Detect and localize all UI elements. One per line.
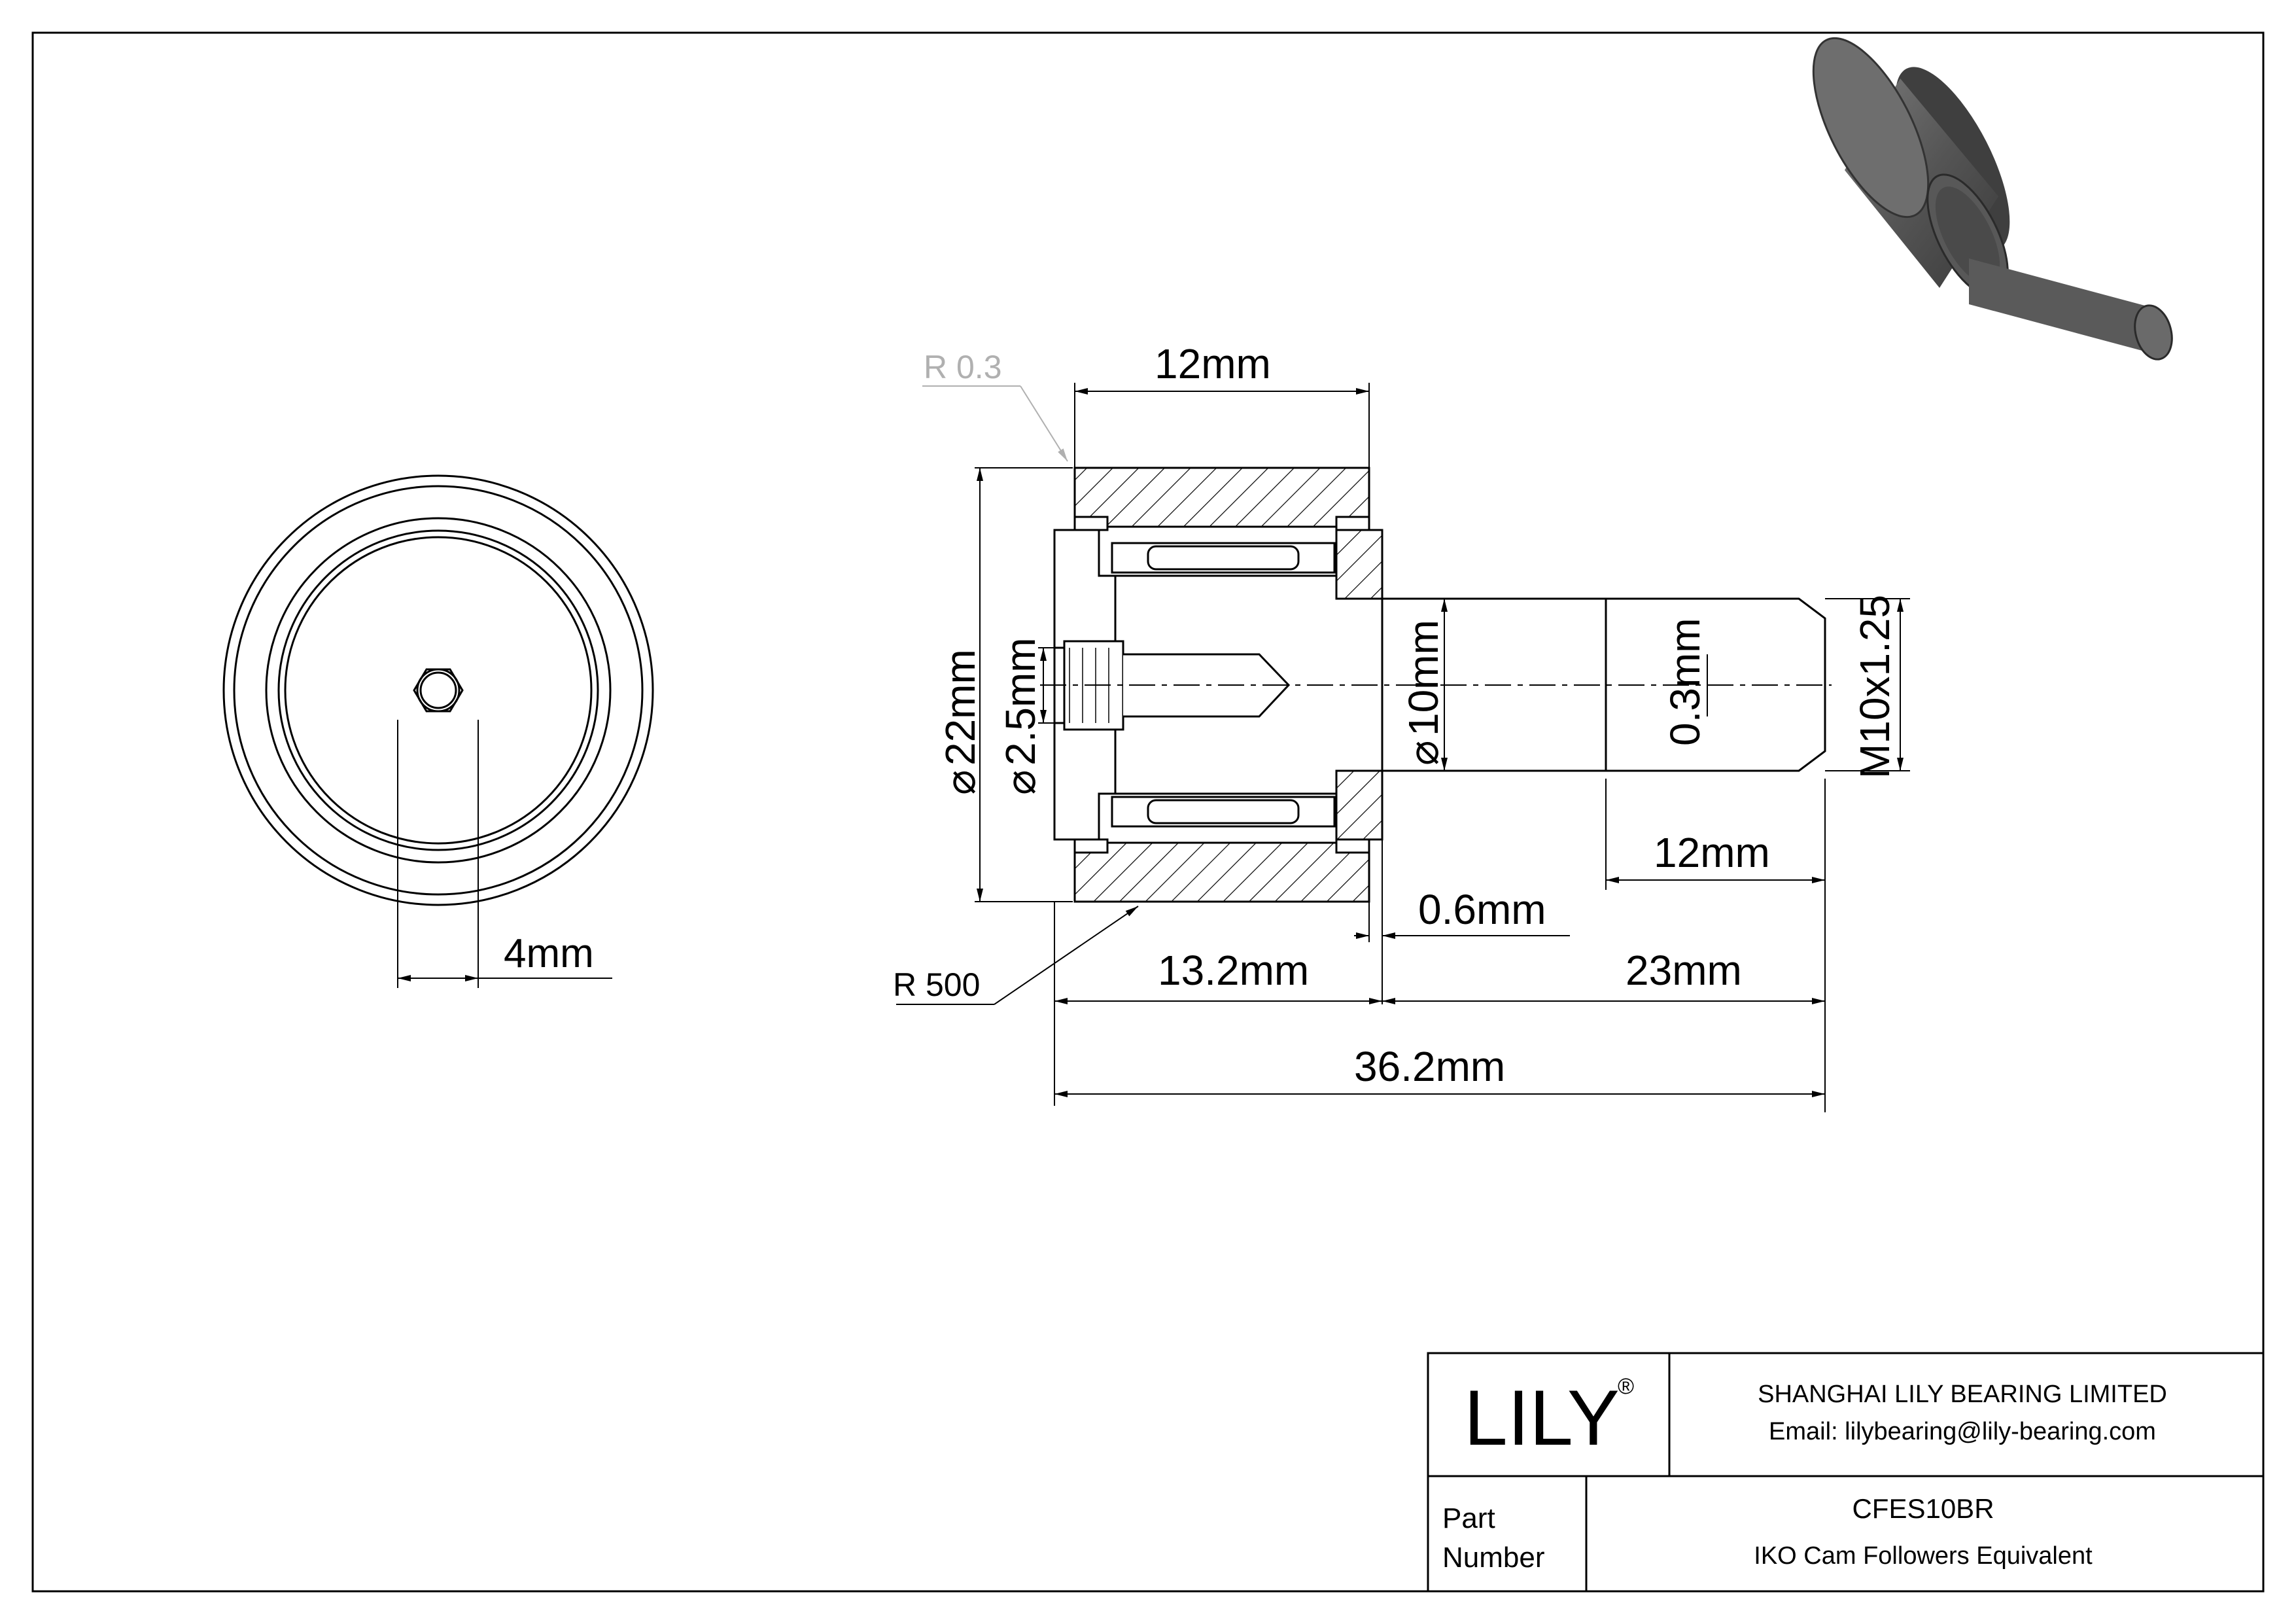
dim-width-top: 12mm — [1155, 340, 1271, 387]
part-description: IKO Cam Followers Equivalent — [1754, 1542, 2093, 1570]
dim-stud-length: 23mm — [1626, 947, 1742, 994]
dim-total-length: 36.2mm — [1354, 1043, 1505, 1090]
svg-text:22mm: 22mm — [937, 649, 984, 766]
dim-groove: 0.3mm — [1661, 618, 1709, 746]
product-render — [1812, 37, 2173, 361]
dim-r500: R 500 — [893, 966, 980, 1003]
sheet-border — [31, 31, 2265, 1593]
svg-text:2.5mm: 2.5mm — [997, 637, 1044, 766]
dim-r03: R 0.3 — [924, 349, 1002, 385]
part-label-line1: Part — [1442, 1502, 1495, 1534]
dim-hole-dia: ⌀ 2.5mm — [997, 637, 1044, 795]
svg-text:⌀: ⌀ — [1400, 740, 1447, 766]
company-name: SHANGHAI LILY BEARING LIMITED — [1758, 1381, 2167, 1408]
dim-thread-length: 12mm — [1654, 829, 1770, 876]
title-block — [1427, 1352, 2265, 1593]
dim-outer-dia: ⌀ 22mm — [937, 649, 984, 795]
dim-thread: M10x1.25 — [1851, 595, 1898, 779]
dim-hex: 4mm — [504, 931, 594, 976]
company-email: Email: lilybearing@lily-bearing.com — [1769, 1418, 2156, 1445]
part-number: CFES10BR — [1852, 1493, 1994, 1524]
svg-text:⌀: ⌀ — [937, 769, 984, 795]
svg-text:10mm: 10mm — [1400, 620, 1447, 736]
dim-stud-dia: ⌀ 10mm — [1400, 620, 1447, 766]
front-view — [222, 474, 654, 988]
dimension-lines — [896, 383, 1910, 1112]
section-view — [1053, 467, 1826, 903]
hex-socket — [413, 668, 464, 713]
logo-registered-mark: ® — [1618, 1374, 1634, 1399]
dim-body-length: 13.2mm — [1158, 947, 1309, 994]
part-label-line2: Number — [1442, 1542, 1545, 1574]
dim-flange: 0.6mm — [1418, 886, 1546, 933]
svg-text:⌀: ⌀ — [997, 769, 1044, 795]
logo: LILY — [1464, 1374, 1620, 1462]
r03-leader — [922, 385, 1068, 462]
